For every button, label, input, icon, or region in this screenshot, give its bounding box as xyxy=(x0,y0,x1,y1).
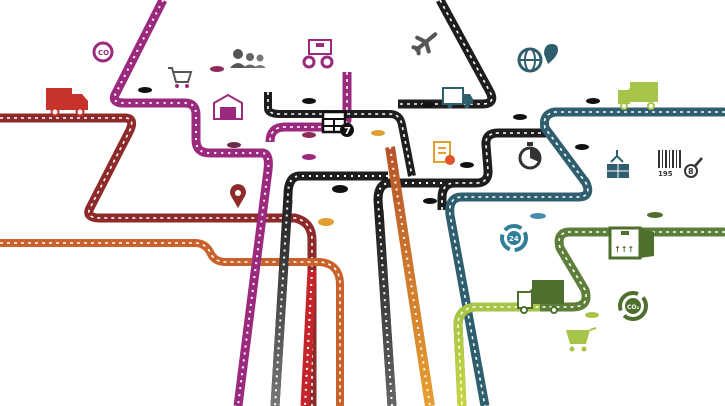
checklist-icon xyxy=(433,141,455,165)
svg-text:8: 8 xyxy=(688,167,694,176)
svg-text:195: 195 xyxy=(658,170,673,178)
road-green xyxy=(453,227,725,406)
road-black-right xyxy=(437,128,548,210)
svg-text:↑↑↑: ↑↑↑ xyxy=(614,245,634,254)
road-orange-center xyxy=(385,146,435,406)
svg-text:CO: CO xyxy=(98,49,109,57)
warehouse-icon xyxy=(213,93,243,120)
delivery-truck-green-icon xyxy=(517,280,564,314)
delivery-truck-red-icon xyxy=(46,88,88,117)
road-black-center xyxy=(373,0,497,406)
truck-lime-icon xyxy=(618,82,658,110)
container-crane-icon xyxy=(607,150,629,178)
conveyor-package-icon xyxy=(302,39,334,69)
co2-cycle-green-icon: CO₂ xyxy=(618,291,648,321)
airplane-icon xyxy=(411,32,438,56)
road-maroon xyxy=(0,113,317,406)
24-hours-icon: 24 xyxy=(500,224,528,252)
stopwatch-icon xyxy=(518,142,542,170)
svg-text:7: 7 xyxy=(344,126,351,137)
road-teal xyxy=(445,107,725,406)
calendar-icon: 7 xyxy=(321,110,354,137)
road-red xyxy=(300,269,317,406)
package-truck-icon xyxy=(442,87,473,109)
barcode-magnifier-icon: 195 8 xyxy=(658,150,703,178)
svg-text:CO₂: CO₂ xyxy=(627,304,640,311)
fragile-box-icon: ↑↑↑ xyxy=(608,226,654,260)
globe-pin-icon xyxy=(517,44,558,73)
co2-cycle-icon: CO xyxy=(92,41,114,63)
road-orange-left xyxy=(0,239,345,406)
road-markers xyxy=(138,66,663,318)
call-center-people-icon xyxy=(230,49,266,68)
location-pin-icon xyxy=(230,184,246,208)
svg-text:24: 24 xyxy=(509,235,519,243)
shopping-cart-icon xyxy=(168,67,193,88)
shopping-cart-lime-icon xyxy=(566,327,597,352)
